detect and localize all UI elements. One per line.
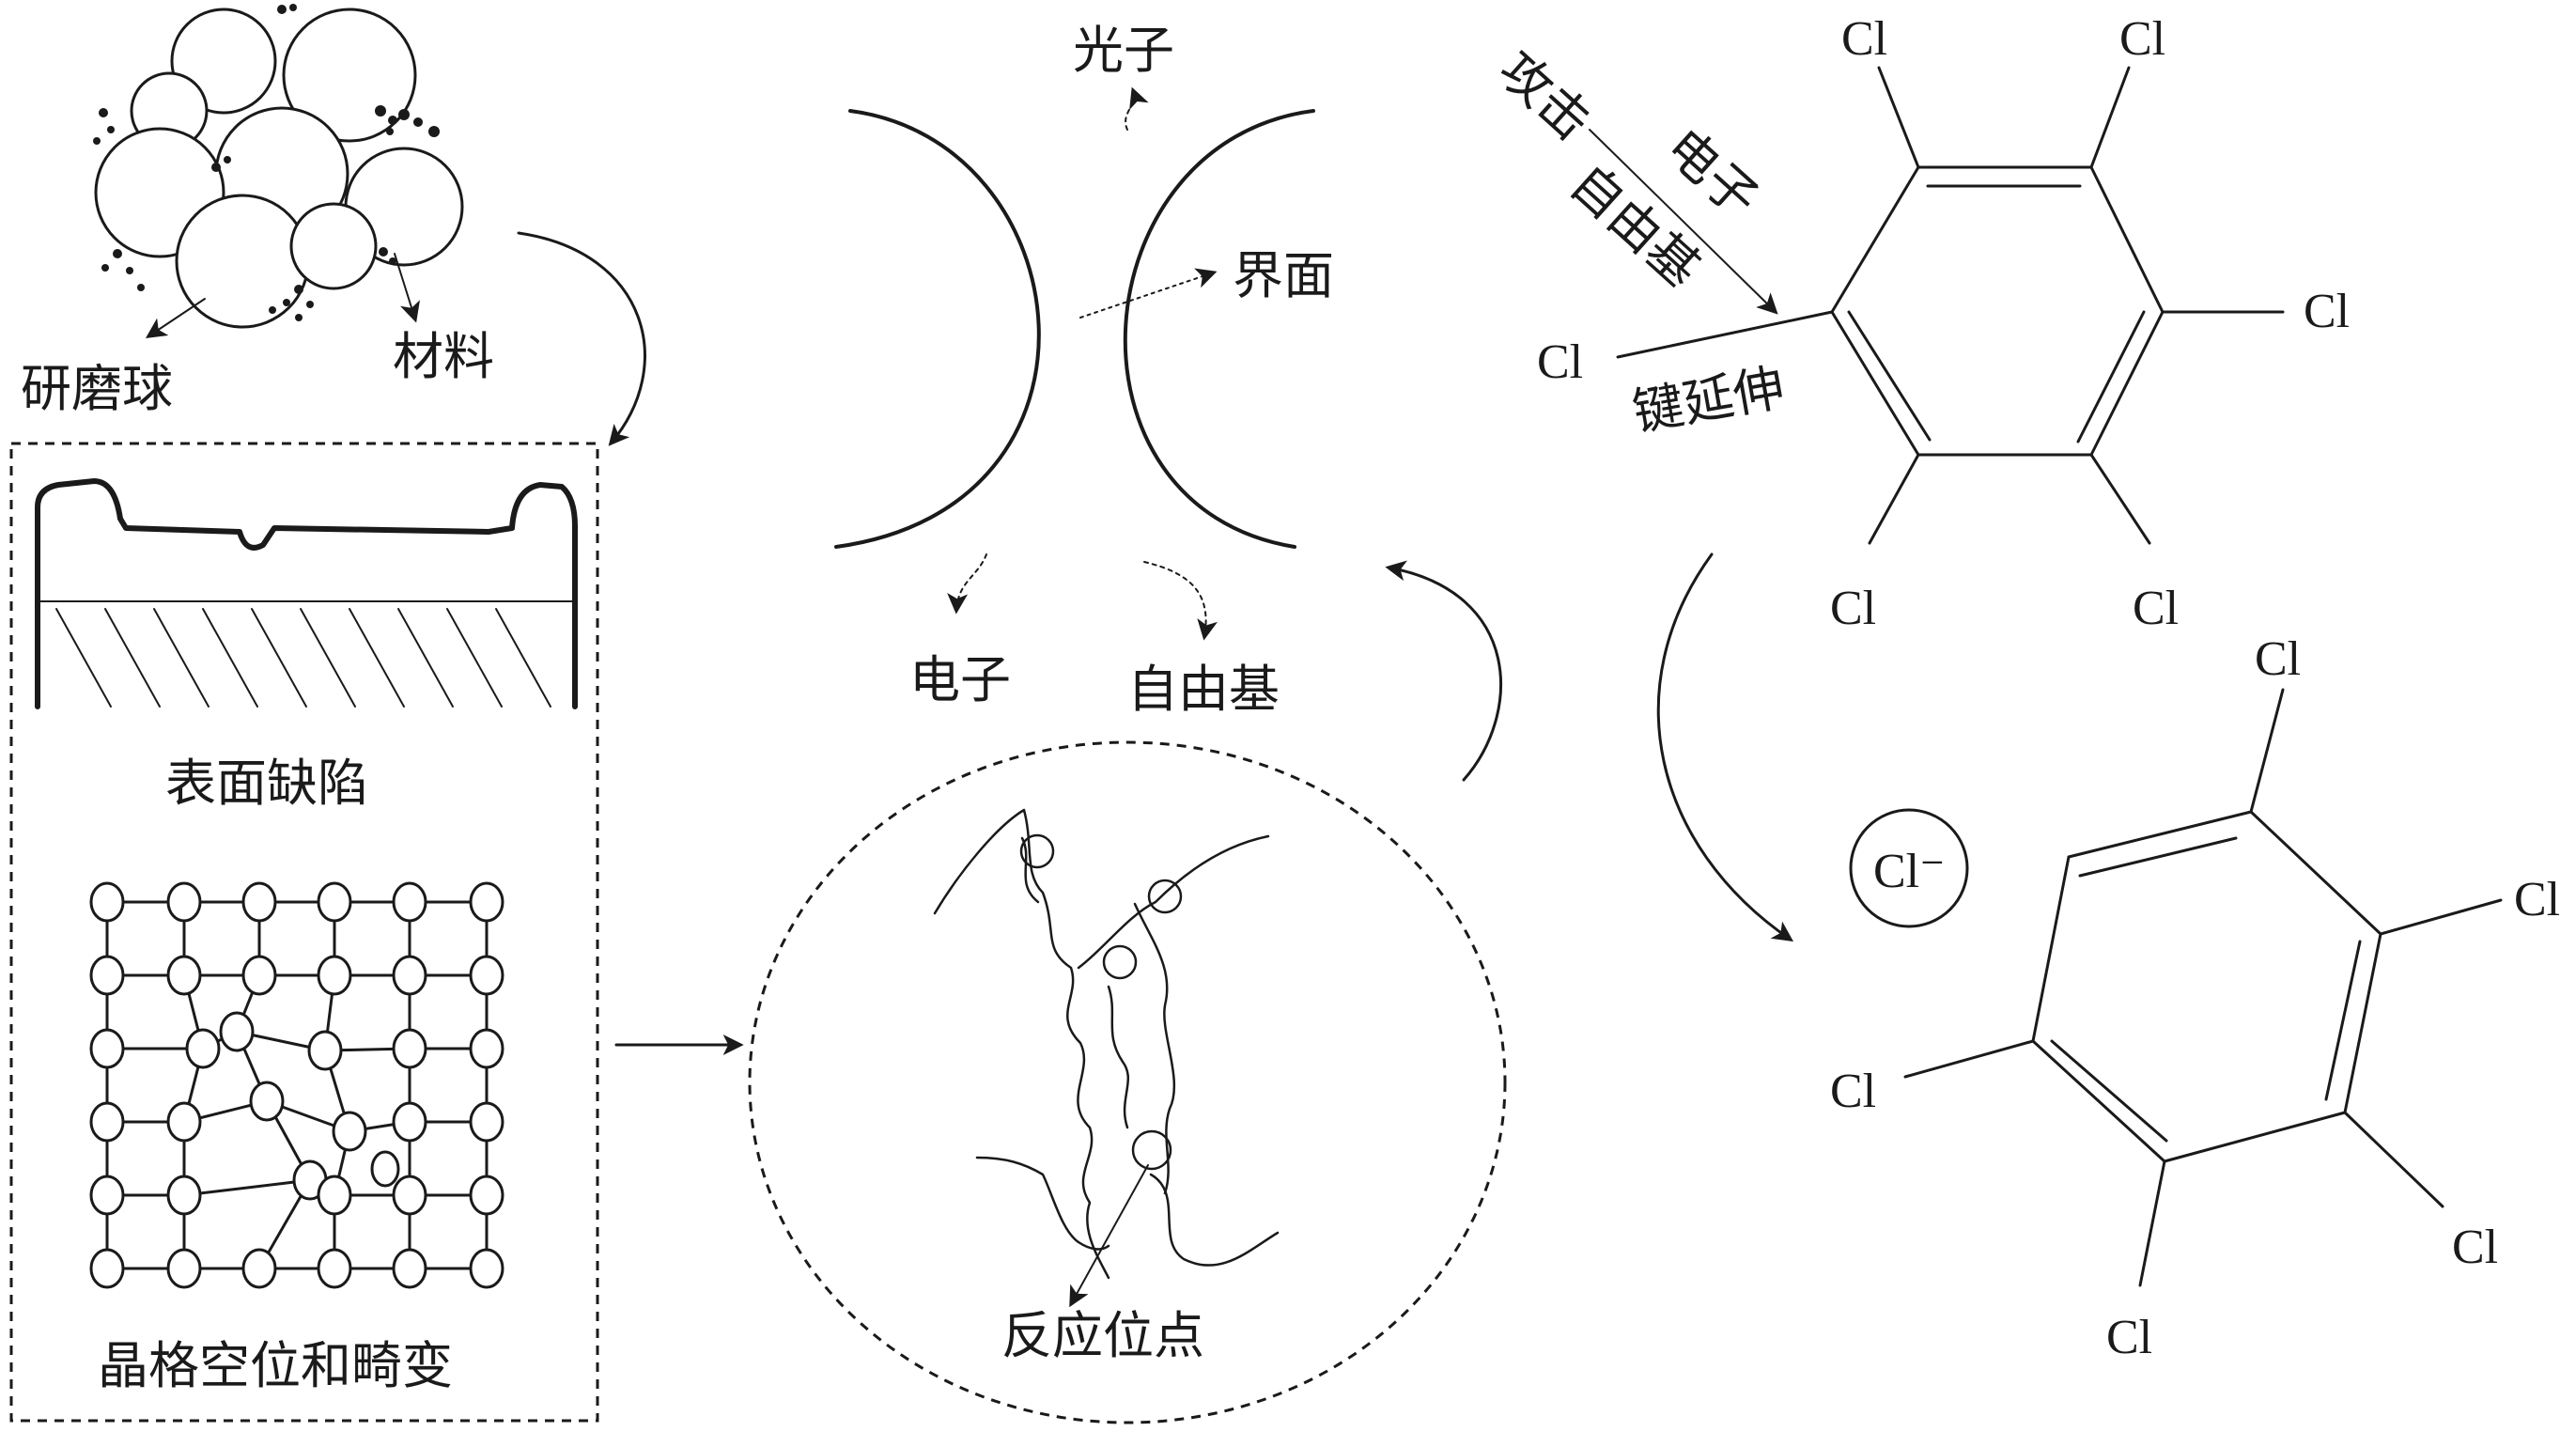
- cl-label-right: Cl: [2304, 285, 2350, 338]
- photon-emission-arrow: [1125, 86, 1149, 131]
- lattice-atom: [166, 881, 202, 923]
- right-particle-arc: [1123, 109, 1315, 549]
- attack-arrow: [1589, 129, 1778, 315]
- cl-label-bottom-right: Cl: [2133, 582, 2179, 635]
- cl-label-product-bottom-right: Cl: [2452, 1221, 2498, 1274]
- reaction-sites-panel: 反应位点: [748, 740, 1507, 1424]
- radical-release-arrow: [1143, 561, 1218, 641]
- material-particles: [93, 4, 440, 321]
- lattice-atom: [241, 1248, 277, 1289]
- defects-panel: 表面缺陷 晶格空位和畸变: [9, 442, 599, 1423]
- crack-lines: [933, 808, 1280, 1280]
- cl-label-product-top: Cl: [2255, 632, 2301, 686]
- surface-defect-label: 表面缺陷: [165, 754, 368, 813]
- lattice-atom: [392, 1101, 427, 1143]
- lattice-atom: [392, 955, 427, 996]
- vacancy-site: [370, 1150, 400, 1188]
- lattice-atom: [166, 1248, 202, 1289]
- lattice-atom: [241, 955, 277, 996]
- chloride-ion-label: Cl⁻: [1873, 845, 1946, 898]
- lattice-atom: [89, 1101, 125, 1143]
- interface-label: 界面: [1233, 246, 1334, 305]
- cl-label-bottom-left: Cl: [1830, 582, 1876, 635]
- attack-electron-label: 电子: [1654, 117, 1769, 229]
- electron-release-arrow: [947, 553, 987, 615]
- lattice-atom: [166, 955, 202, 996]
- photon-label: 光子: [1073, 21, 1174, 80]
- material-label: 材料: [393, 327, 494, 386]
- lattice-atom: [89, 1028, 125, 1069]
- lattice-bond: [183, 1178, 311, 1197]
- reaction-site-markers: [1019, 833, 1183, 1171]
- lattice-atom: [392, 1248, 427, 1289]
- lattice-atom: [185, 1028, 221, 1069]
- reaction-site-label: 反应位点: [1001, 1306, 1204, 1365]
- lattice-atom: [469, 955, 504, 996]
- milling-balls: [94, 8, 464, 329]
- interface-pointer-arrow: [1079, 268, 1218, 319]
- reaction-site-pointer-arrow: [1069, 1164, 1149, 1308]
- cl-label-top-left: Cl: [1841, 12, 1887, 66]
- lattice-atom: [166, 1101, 202, 1143]
- lattice-atom: [166, 1175, 202, 1216]
- cl-label-product-left: Cl: [1830, 1065, 1876, 1118]
- lattice-atom: [249, 1081, 285, 1122]
- lattice-atom: [89, 1248, 125, 1289]
- cl-label-top-right: Cl: [2119, 12, 2165, 66]
- electron-label: 电子: [909, 650, 1011, 709]
- reaction-sites-dashed-circle: [748, 740, 1507, 1424]
- lattice-atom: [392, 881, 427, 923]
- radical-label: 自由基: [1127, 660, 1280, 719]
- cl-label-leaving: Cl: [1537, 335, 1583, 389]
- milling-ball-label: 研磨球: [21, 359, 173, 418]
- lattice-atom: [241, 881, 277, 923]
- lattice-atom: [332, 1111, 367, 1152]
- lattice-atom: [469, 1248, 504, 1289]
- ball-pointer-arrow: [145, 298, 206, 339]
- lattice-atom: [392, 1175, 427, 1216]
- bond-stretch-label: 键延伸: [1628, 358, 1788, 443]
- lattice-atom: [219, 1011, 255, 1052]
- defects-dashed-frame: [9, 442, 599, 1423]
- material-pointer-arrow: [394, 253, 420, 323]
- particle-interface: 光子 界面 电子 自由基: [834, 21, 1334, 719]
- lattice-atom: [307, 1030, 343, 1071]
- hexachlorobenzene-molecule: Cl Cl Cl Cl Cl Cl 攻击 电子 自由基 键延伸: [1487, 12, 2350, 635]
- pentachlorobenzene-molecule: Cl Cl Cl Cl Cl: [1830, 632, 2560, 1364]
- mill-to-defects-arrow: [517, 231, 646, 446]
- lattice-atom: [317, 1248, 352, 1289]
- surface-defect-illustration: [35, 478, 578, 709]
- cl-label-product-right: Cl: [2514, 873, 2560, 926]
- lattice-atom: [469, 1175, 504, 1216]
- chloride-ion: Cl⁻: [1849, 808, 1969, 928]
- dechlorination-arrow: [1656, 552, 1794, 942]
- lattice-atom: [392, 1028, 427, 1069]
- left-particle-arc: [834, 109, 1041, 549]
- lattice-atom: [469, 1028, 504, 1069]
- lattice-atom: [469, 1101, 504, 1143]
- cl-label-product-bottom: Cl: [2106, 1311, 2152, 1364]
- sites-to-interface-arrow: [1385, 560, 1503, 782]
- lattice-atom: [469, 881, 504, 923]
- lattice-vacancy-illustration: [89, 881, 504, 1289]
- lattice-atom: [317, 955, 352, 996]
- attack-label: 攻击: [1487, 40, 1602, 152]
- lattice-atom: [317, 1175, 352, 1216]
- lattice-defect-label: 晶格空位和畸变: [98, 1336, 453, 1395]
- lattice-atom: [317, 881, 352, 923]
- ball-mill-cluster: 研磨球 材料: [21, 4, 494, 418]
- lattice-atom: [89, 1175, 125, 1216]
- lattice-atom: [89, 881, 125, 923]
- lattice-atom: [89, 955, 125, 996]
